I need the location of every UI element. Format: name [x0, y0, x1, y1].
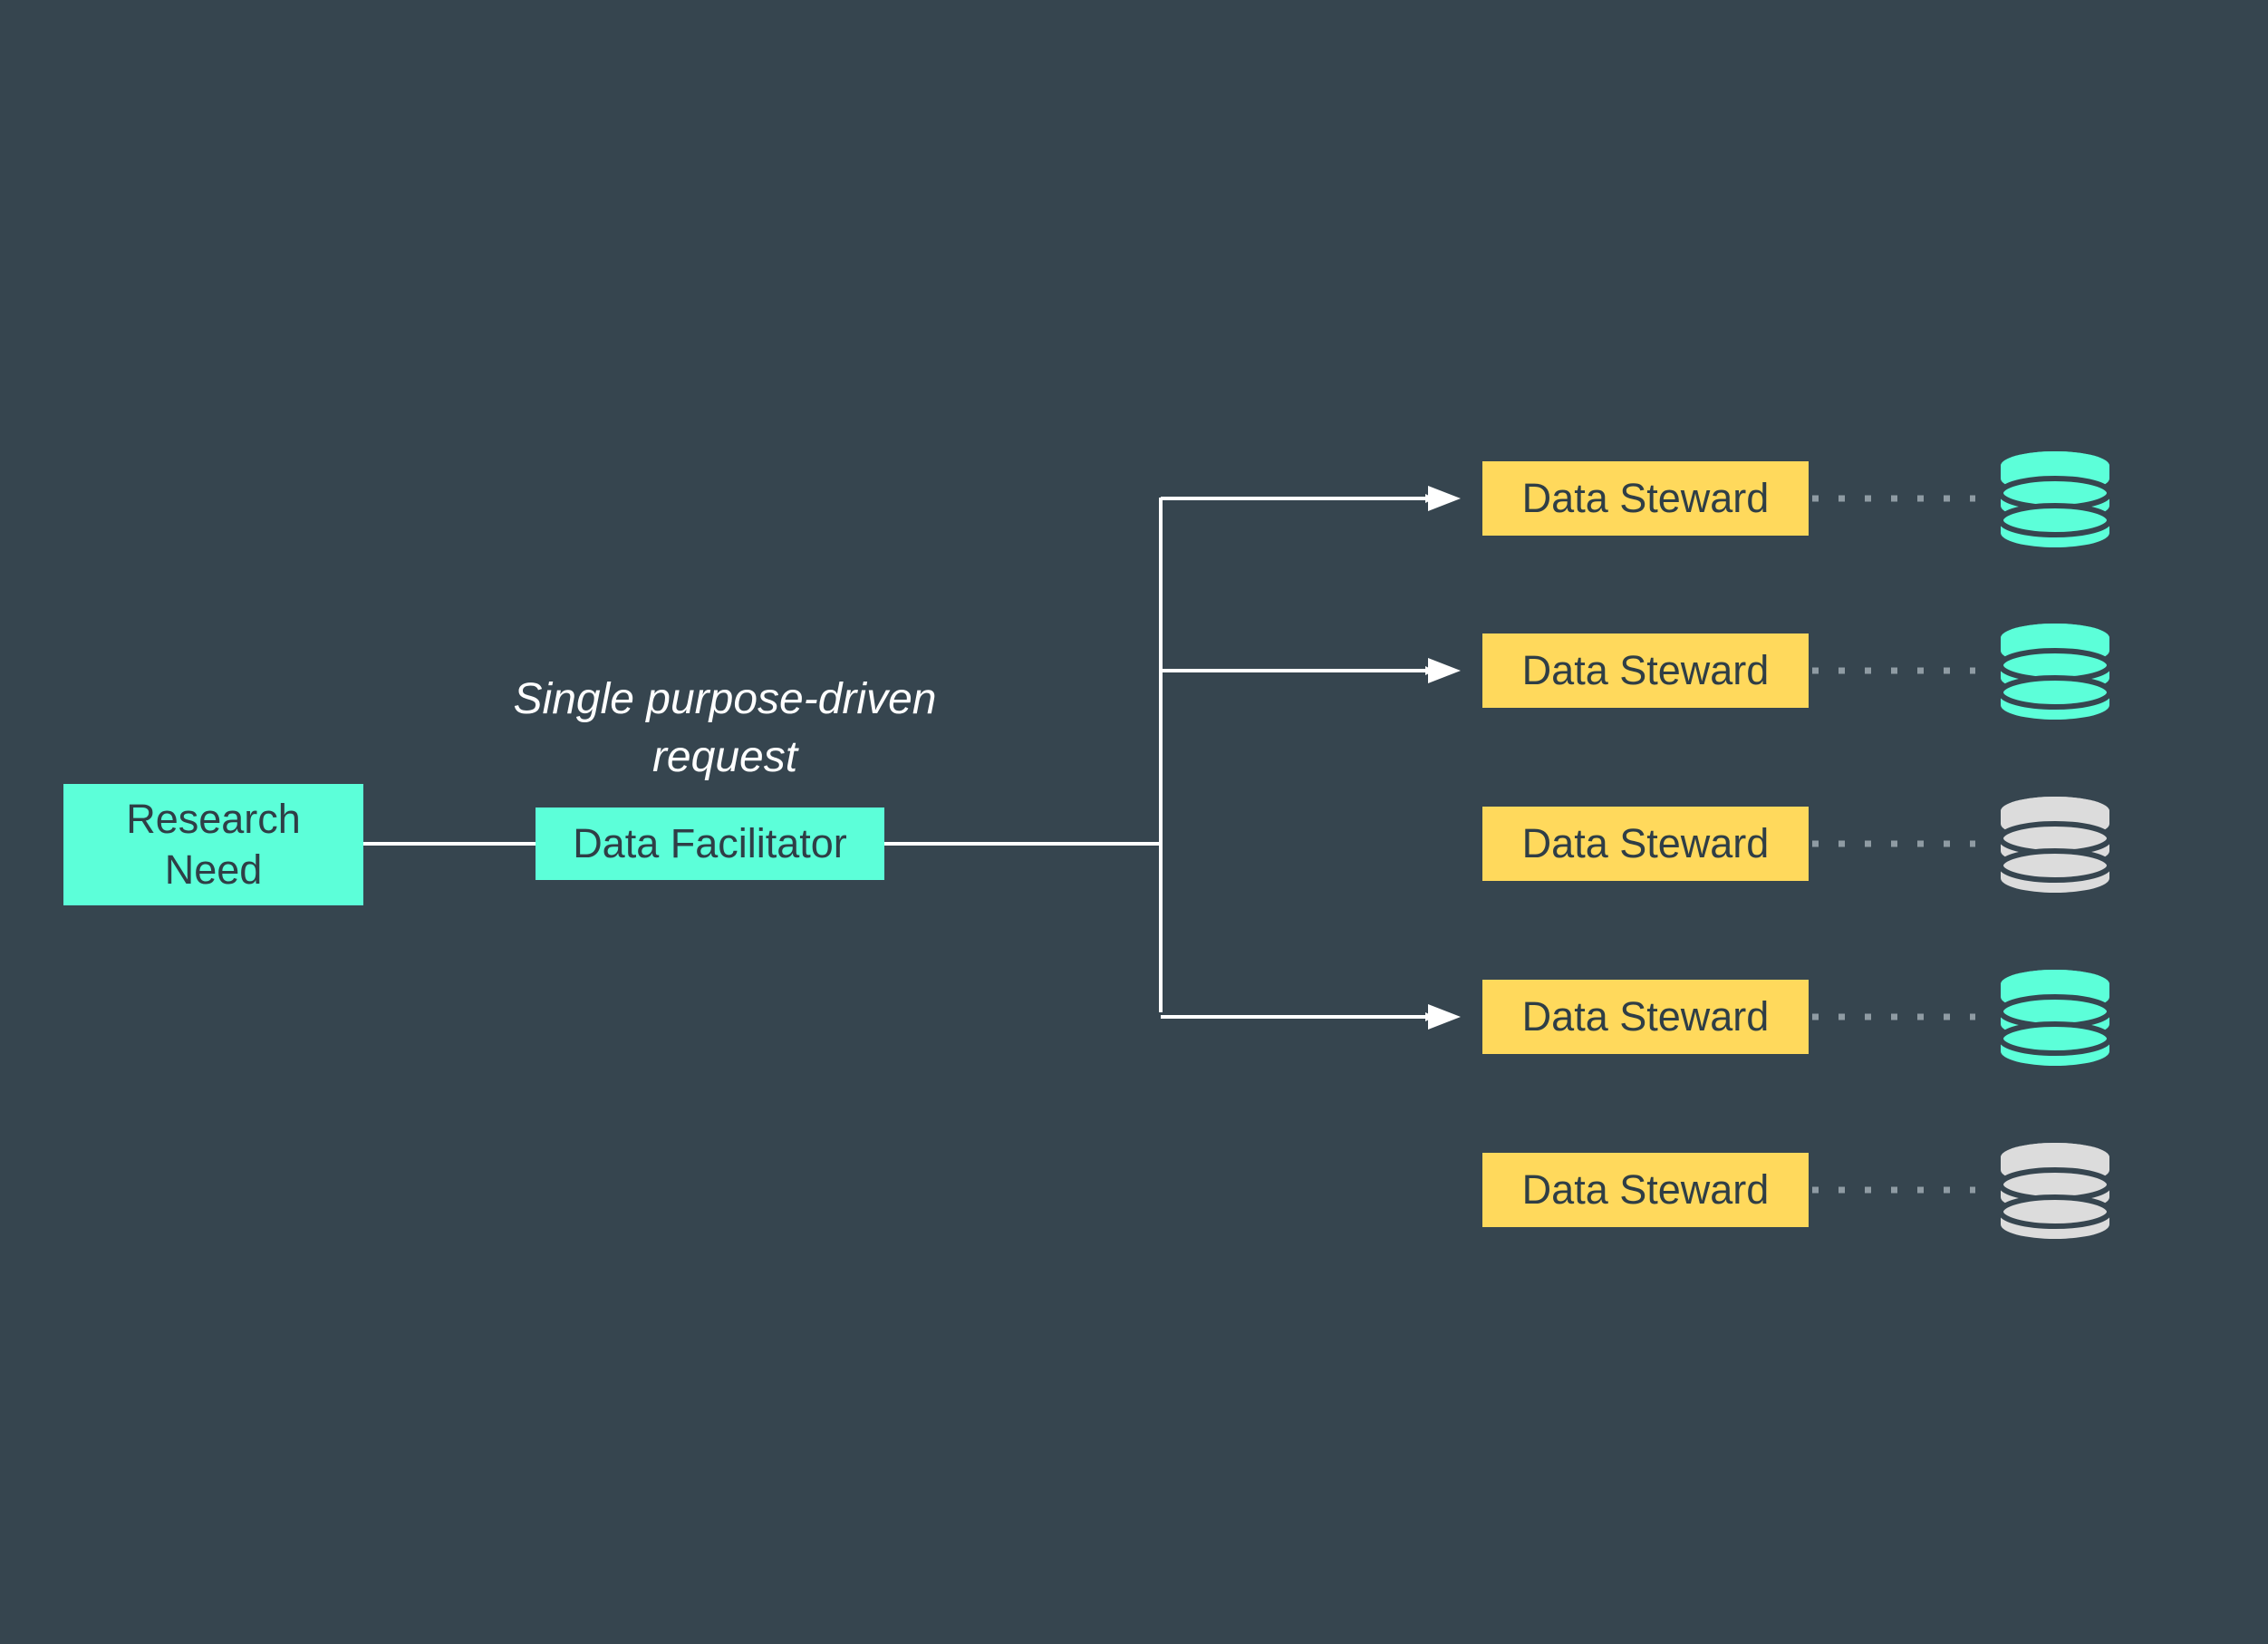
database-disk-top — [1999, 1021, 2111, 1056]
data-steward-box-2: Data Steward — [1482, 633, 1809, 708]
database-disk-top — [1999, 1194, 2111, 1229]
database-disk-top — [2001, 797, 2109, 826]
database-disk-top — [2001, 451, 2109, 480]
database-icon — [1999, 797, 2111, 893]
arrowhead-1 — [1428, 486, 1461, 511]
data-steward-box-5: Data Steward — [1482, 1153, 1809, 1227]
database-disk-top — [2001, 624, 2109, 653]
database-disk-top — [1999, 675, 2111, 710]
database-icon — [1999, 624, 2111, 720]
database-disk-top — [2001, 970, 2109, 999]
database-disk-top — [2001, 1143, 2109, 1172]
database-icon — [1999, 451, 2111, 547]
data-steward-box-4: Data Steward — [1482, 980, 1809, 1054]
database-disk-top — [1999, 503, 2111, 537]
data-steward-box-1: Data Steward — [1482, 461, 1809, 536]
data-steward-box-3: Data Steward — [1482, 807, 1809, 881]
arrowhead-4 — [1428, 1004, 1461, 1030]
database-icon — [1999, 970, 2111, 1066]
research-need-box: Research Need — [63, 784, 363, 905]
request-caption: Single purpose-driven request — [513, 675, 937, 781]
data-facilitator-box: Data Facilitator — [536, 807, 884, 880]
database-icon — [1999, 1143, 2111, 1239]
arrowhead-2 — [1428, 658, 1461, 683]
database-disk-top — [1999, 848, 2111, 883]
